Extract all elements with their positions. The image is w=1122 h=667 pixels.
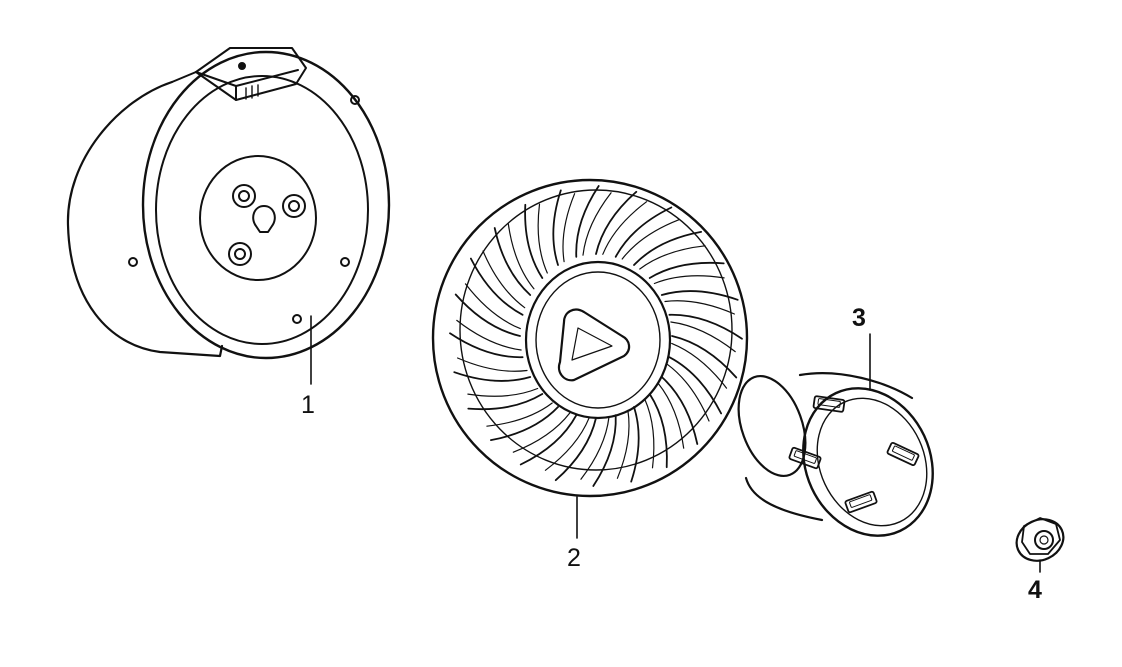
fan-blade-edge <box>671 342 728 389</box>
fan-blade <box>648 393 668 469</box>
fan-blade-edge <box>602 201 648 255</box>
fan-blade <box>633 231 702 266</box>
callout-number-1: 1 <box>301 391 315 419</box>
fan-blade <box>660 290 739 301</box>
fan-blade <box>630 406 640 483</box>
fan-blade <box>454 293 521 337</box>
fan-blade <box>449 332 524 359</box>
fan-blade <box>668 313 743 340</box>
fan-blade-edge <box>507 223 535 290</box>
fan-blade-edge <box>639 245 706 270</box>
fan-blade-edge <box>582 192 612 256</box>
fan-blade-edge <box>616 409 630 479</box>
fan-blade <box>595 190 638 255</box>
fan-blade <box>524 203 544 279</box>
fan-blade-edge <box>482 250 526 309</box>
fan-blade-edge <box>644 398 655 469</box>
fan-blade-edge <box>664 300 735 315</box>
fan-blade <box>614 206 673 258</box>
fan-blade <box>493 227 532 296</box>
fan-blade-edge <box>670 321 736 353</box>
flange-nut-icon <box>1015 517 1065 573</box>
callout-number-3: 3 <box>852 304 866 332</box>
fan-blade <box>470 257 524 316</box>
flywheel-icon <box>66 47 391 385</box>
fan-blade <box>592 414 617 487</box>
callout-number-4: 4 <box>1028 576 1042 604</box>
fan-blade-edge <box>537 203 548 274</box>
fan-blade-edge <box>467 387 539 397</box>
fan-blade <box>671 335 738 379</box>
fan-blade-edge <box>456 319 522 351</box>
fan-blade <box>490 406 559 441</box>
fan-blade <box>554 417 597 482</box>
fan-blade-edge <box>464 283 521 330</box>
fan-blade <box>668 356 722 415</box>
fan-blade-edge <box>653 275 725 285</box>
fan-blade-edge <box>666 363 710 422</box>
fan-blade <box>575 185 600 258</box>
fan-blade-edge <box>512 412 571 453</box>
fan-blade-edge <box>580 416 610 480</box>
fan-blade-edge <box>562 193 576 263</box>
fan-blade-edge <box>544 417 590 471</box>
callout-number-2: 2 <box>567 544 581 572</box>
fan-blade <box>552 189 562 266</box>
fan-blade <box>519 414 578 466</box>
fan-blade <box>453 371 532 382</box>
starter-pulley-cup-icon <box>737 333 934 537</box>
fan-blade-edge <box>621 219 680 260</box>
cooling-fan-icon <box>431 178 749 539</box>
fan-blade-edge <box>457 357 528 372</box>
fan-blade <box>467 393 544 411</box>
fan-blade <box>660 376 699 445</box>
fan-blade <box>648 261 725 279</box>
fan-blade-edge <box>657 382 685 449</box>
fan-blade-edge <box>486 402 553 427</box>
